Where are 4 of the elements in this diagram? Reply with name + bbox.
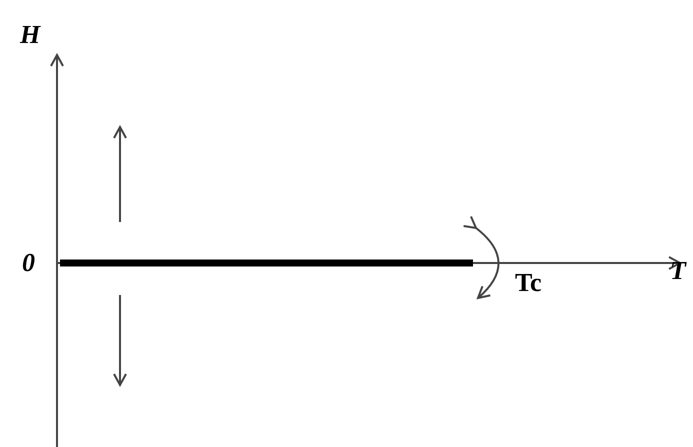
critical-temperature-label: Tc — [515, 270, 542, 296]
origin-label: 0 — [22, 250, 35, 276]
axis-label: H — [20, 22, 40, 48]
axis-label: T — [670, 258, 686, 284]
